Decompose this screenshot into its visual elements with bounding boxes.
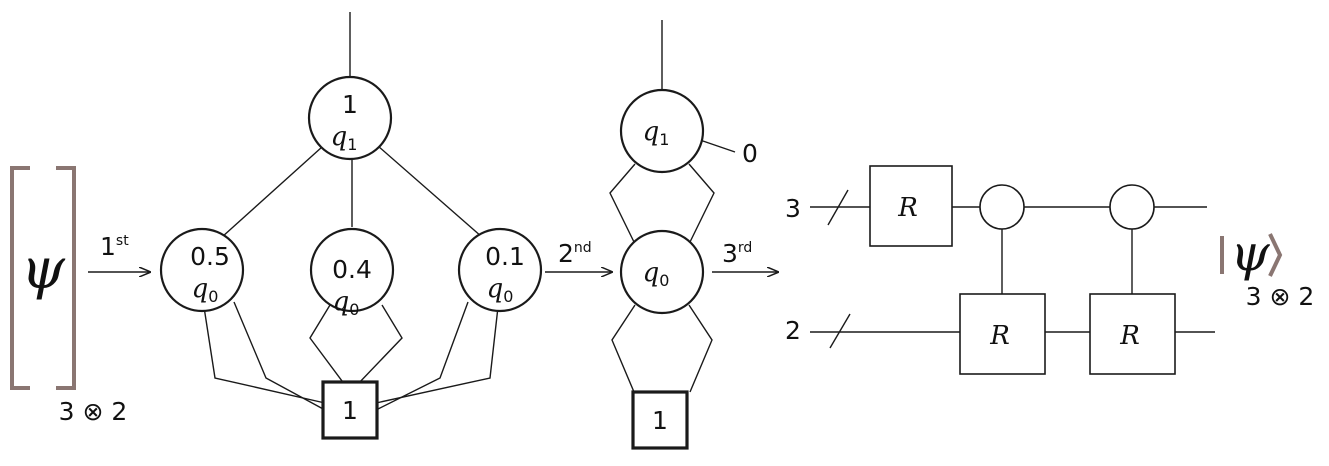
output-dims: 3 ⊗ 2 xyxy=(1246,282,1315,311)
svg-text:q0: q0 xyxy=(487,274,514,306)
decision-diagram-1: 1 q1 0.5 q0 0.4 q0 0.1 q0 1 xyxy=(159,12,543,440)
ket-right-angle xyxy=(1268,233,1283,277)
step-1-label: 1st xyxy=(100,232,129,261)
svg-text:q1: q1 xyxy=(643,117,670,149)
dd2-edge-child-high xyxy=(688,304,713,393)
edge-root-child-1 xyxy=(221,146,323,238)
control-node-2 xyxy=(1109,184,1155,230)
svg-text:0.5: 0.5 xyxy=(190,242,230,271)
step-2-label: 2nd xyxy=(558,239,592,268)
dd2-root-node: q1 xyxy=(619,88,705,174)
step-3-arrow: 3rd xyxy=(712,239,778,272)
svg-text:1: 1 xyxy=(342,396,358,425)
ket-psi: ψ xyxy=(1230,224,1270,282)
input-dims: 3 ⊗ 2 xyxy=(59,397,128,426)
dd2-child-node: q0 xyxy=(619,229,705,315)
dd2-root-zero-edge xyxy=(699,139,736,153)
edge-child-2-high xyxy=(356,304,403,386)
dd1-child-node-1: 0.5 q0 xyxy=(159,227,245,313)
left-bracket xyxy=(10,166,30,390)
dd2-terminal-node: 1 xyxy=(631,390,689,450)
input-tensor: ψ 3 ⊗ 2 xyxy=(10,166,128,426)
dd2-edge-child-low xyxy=(611,304,636,393)
dd2-edge-root-high xyxy=(688,163,715,243)
dd2-zero-label: 0 xyxy=(742,139,758,168)
right-bracket xyxy=(56,166,76,390)
wire-label-qubit: 2 xyxy=(785,316,801,345)
svg-text:q0: q0 xyxy=(192,274,219,306)
svg-text:q1: q1 xyxy=(331,122,358,154)
svg-text:1: 1 xyxy=(652,406,668,435)
edge-child-1-high xyxy=(233,301,326,411)
quantum-circuit: 3 2 R R R ψ xyxy=(785,165,1315,375)
wire-bottom-slash xyxy=(829,313,851,349)
dd1-child-node-2: 0.4 q0 xyxy=(309,227,395,319)
svg-text:0.1: 0.1 xyxy=(485,242,525,271)
output-state-ket: ψ 3 ⊗ 2 xyxy=(1220,224,1315,311)
dd2-edge-root-low xyxy=(609,163,636,243)
step-2-arrow: 2nd xyxy=(545,239,612,272)
edge-child-1-low xyxy=(203,306,326,404)
step-1-arrow: 1st xyxy=(88,232,150,272)
svg-text:R: R xyxy=(1119,321,1140,351)
dd1-child-node-3: 0.1 q0 xyxy=(457,227,543,313)
dd1-root-node: 1 q1 xyxy=(307,75,393,161)
svg-text:0.4: 0.4 xyxy=(332,255,372,284)
decision-diagram-2: 0 q1 q0 1 xyxy=(609,20,758,450)
wire-top-slash xyxy=(827,189,849,226)
edge-child-3-high xyxy=(375,306,499,404)
edge-child-3-low xyxy=(375,301,469,411)
svg-text:q0: q0 xyxy=(333,287,360,319)
svg-text:q0: q0 xyxy=(643,258,670,290)
edge-child-2-low xyxy=(309,304,346,386)
svg-text:R: R xyxy=(897,193,918,223)
gate-r-controlled-1: R xyxy=(959,293,1046,375)
svg-text:1: 1 xyxy=(342,90,358,119)
dd1-terminal-node: 1 xyxy=(321,380,379,440)
step-3-label: 3rd xyxy=(722,239,752,268)
svg-text:R: R xyxy=(989,321,1010,351)
edge-root-child-3 xyxy=(377,145,483,238)
input-psi: ψ xyxy=(21,237,66,302)
gate-r-controlled-2: R xyxy=(1089,293,1176,375)
gate-r-top: R xyxy=(869,165,953,247)
wire-label-qutrit: 3 xyxy=(785,194,801,223)
control-node-1 xyxy=(979,184,1025,230)
